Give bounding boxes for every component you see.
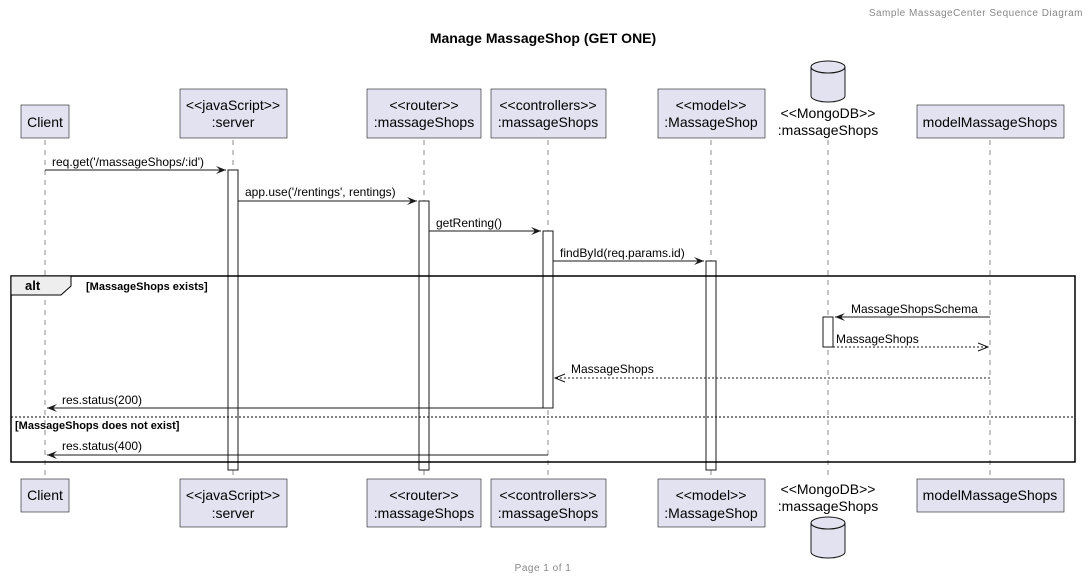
messages: req.get('/massageShops/:id') app.use('/r…: [45, 155, 990, 459]
message-label: getRenting(): [436, 216, 502, 230]
participant-label: :massageShops: [778, 498, 878, 514]
participant-label: Client: [27, 114, 63, 130]
participant-client: Client: [20, 104, 70, 139]
participant-label: :massageShops: [498, 505, 598, 521]
participant-label: :MassageShop: [664, 114, 758, 130]
participant-model-massage-shops: modelMassageShops: [916, 104, 1065, 139]
participant-router: <<router>> :massageShops: [366, 88, 482, 139]
participant-model-massage-shops-bottom: modelMassageShops: [916, 478, 1065, 513]
participant-label: Client: [27, 487, 63, 503]
participant-label: :massageShops: [374, 114, 474, 130]
participant-label: :massageShops: [374, 505, 474, 521]
participant-stereotype: <<model>>: [676, 97, 747, 113]
participant-label: modelMassageShops: [923, 114, 1058, 130]
participant-stereotype: <<javaScript>>: [186, 97, 280, 113]
participant-label: modelMassageShops: [923, 487, 1058, 503]
participant-stereotype: <<model>>: [676, 487, 747, 503]
participants-bottom: Client <<javaScript>> :server <<router>>…: [20, 478, 1065, 559]
participant-stereotype: <<controllers>>: [499, 97, 596, 113]
activation-router: [418, 200, 430, 471]
arrowhead-left-open: [553, 373, 566, 383]
participant-stereotype: <<MongoDB>>: [781, 481, 876, 497]
participant-label: :server: [212, 505, 255, 521]
database-icon: [810, 516, 846, 559]
participant-router-bottom: <<router>> :massageShops: [366, 478, 482, 528]
participant-client-bottom: Client: [20, 478, 70, 513]
participant-stereotype: <<router>>: [389, 487, 458, 503]
activation-model: [705, 260, 717, 471]
participant-controllers: <<controllers>> :massageShops: [490, 88, 607, 139]
activation-mongodb: [822, 316, 834, 348]
participant-label: :massageShops: [498, 114, 598, 130]
page-footer: Page 1 of 1: [515, 563, 572, 574]
arrowhead-right: [531, 227, 541, 235]
message-label: findById(req.params.id): [560, 246, 685, 260]
alt-condition-1: [MassageShops exists]: [86, 281, 208, 293]
arrowhead-right: [407, 197, 417, 205]
participant-controllers-bottom: <<controllers>> :massageShops: [490, 478, 607, 528]
participant-model: <<model>> :MassageShop: [657, 88, 766, 139]
participant-stereotype: <<controllers>>: [499, 487, 596, 503]
lifelines: [44, 140, 991, 480]
arrowhead-left: [47, 404, 57, 412]
alt-condition-2: [MassageShops does not exist]: [15, 420, 180, 432]
diagram-title: Manage MassageShop (GET ONE): [430, 30, 656, 46]
participant-label: :MassageShop: [664, 505, 758, 521]
alt-fragment: alt [MassageShops exists] [MassageShops …: [10, 275, 1076, 463]
alt-keyword: alt: [25, 278, 41, 293]
alt-frame: [10, 275, 1076, 463]
participant-model-bottom: <<model>> :MassageShop: [657, 478, 766, 528]
participant-label: :massageShops: [778, 122, 878, 138]
arrowhead-left: [47, 451, 57, 459]
activation-server: [227, 169, 239, 471]
participant-label: :server: [212, 114, 255, 130]
message-label: req.get('/massageShops/:id'): [52, 155, 204, 169]
arrowhead-right: [694, 257, 704, 265]
participant-stereotype: <<javaScript>>: [186, 487, 280, 503]
participant-server-bottom: <<javaScript>> :server: [179, 478, 288, 528]
arrowhead-left: [835, 313, 845, 321]
message-label: res.status(400): [62, 439, 142, 453]
diagram-header: Sample MassageCenter Sequence Diagram: [869, 8, 1083, 19]
participant-stereotype: <<router>>: [389, 97, 458, 113]
message-label: res.status(200): [62, 393, 142, 407]
activation-controllers: [542, 230, 554, 409]
message-label: MassageShops: [836, 332, 919, 346]
arrowhead-right-open: [977, 342, 990, 352]
message-label: app.use('/rentings', rentings): [245, 185, 396, 199]
message-label: MassageShopsSchema: [851, 302, 978, 316]
participant-stereotype: <<MongoDB>>: [781, 105, 876, 121]
alt-tab: [10, 275, 72, 296]
participant-mongodb-bottom: <<MongoDB>> :massageShops: [778, 481, 878, 559]
participants-top: Client <<javaScript>> :server <<router>>…: [20, 60, 1065, 139]
participant-server: <<javaScript>> :server: [179, 88, 288, 139]
activation-bars: [227, 169, 834, 471]
arrowhead-right: [216, 166, 226, 174]
participant-mongodb: <<MongoDB>> :massageShops: [778, 60, 878, 138]
database-icon: [810, 60, 846, 103]
message-label: MassageShops: [571, 362, 654, 376]
